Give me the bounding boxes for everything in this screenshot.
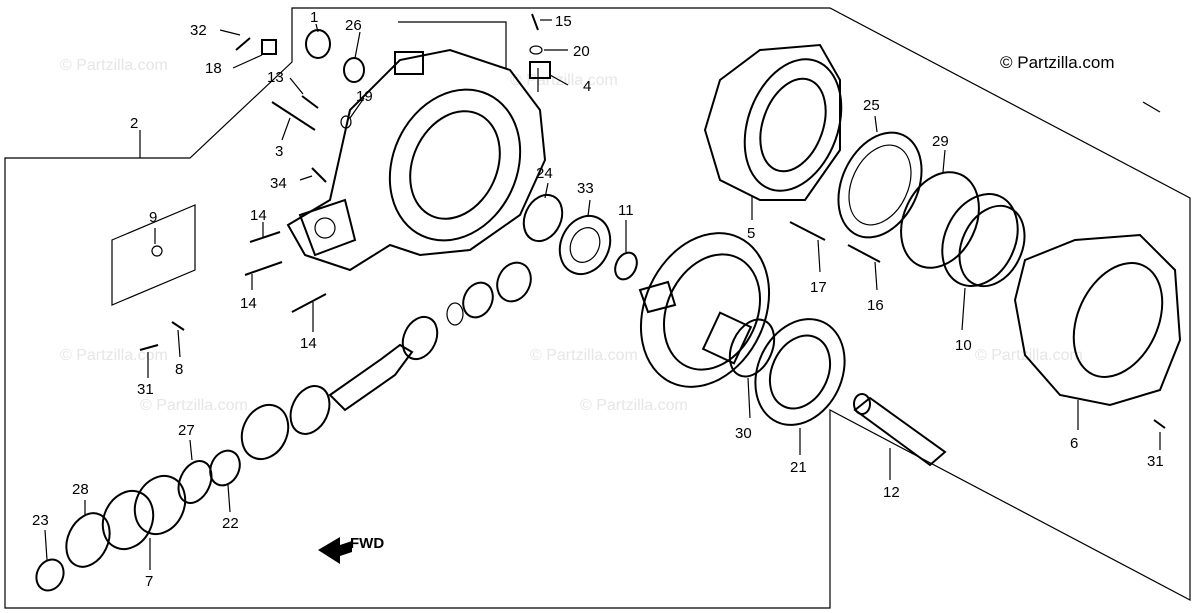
sub-frame-9 bbox=[111, 204, 196, 306]
watermark: © Partzilla.com bbox=[580, 397, 688, 414]
bearing-33 bbox=[558, 214, 612, 276]
watermark: © Partzilla.com bbox=[530, 347, 638, 364]
stud-14c bbox=[291, 293, 327, 313]
callout-7: 7 bbox=[145, 573, 153, 590]
fwd-label: FWD bbox=[350, 535, 384, 552]
bracket-4 bbox=[398, 21, 539, 92]
callout-26: 26 bbox=[345, 17, 362, 34]
callout-9: 9 bbox=[149, 209, 157, 226]
callout-17: 17 bbox=[810, 279, 827, 296]
pin-32 bbox=[235, 37, 251, 51]
copyright-text: © Partzilla.com bbox=[1000, 53, 1115, 72]
bolt-16 bbox=[847, 244, 881, 263]
leader-lines bbox=[44, 19, 1161, 570]
bolt-17 bbox=[789, 221, 826, 241]
callout-28: 28 bbox=[72, 481, 89, 498]
o-ring-26 bbox=[343, 57, 365, 83]
callout-8: 8 bbox=[175, 361, 183, 378]
hub-6 bbox=[1013, 233, 1182, 407]
bearing-tapered bbox=[462, 281, 494, 319]
callout-31b: 31 bbox=[1147, 453, 1164, 470]
callout-1: 1 bbox=[310, 9, 318, 26]
callout-20: 20 bbox=[573, 43, 590, 60]
ring-gear bbox=[638, 232, 771, 388]
oil-seal-25 bbox=[837, 131, 923, 239]
watermark: © Partzilla.com bbox=[140, 397, 248, 414]
callout-25: 25 bbox=[863, 97, 880, 114]
callout-2: 2 bbox=[130, 115, 138, 132]
shaft-12 bbox=[853, 393, 947, 467]
bolt-13 bbox=[301, 95, 319, 109]
callout-27: 27 bbox=[178, 422, 195, 439]
pinion-shaft bbox=[240, 315, 439, 461]
callout-14a: 14 bbox=[250, 207, 267, 224]
o-ring-28 bbox=[65, 512, 111, 568]
washer-11 bbox=[614, 251, 638, 281]
nut-9 bbox=[151, 245, 163, 257]
callout-18: 18 bbox=[205, 60, 222, 77]
callout-3: 3 bbox=[275, 143, 283, 160]
bearing-race bbox=[496, 261, 532, 303]
callout-19: 19 bbox=[356, 88, 373, 105]
callout-5: 5 bbox=[747, 225, 755, 242]
fasteners bbox=[139, 13, 1166, 429]
callout-13: 13 bbox=[267, 69, 284, 86]
callout-34: 34 bbox=[270, 175, 287, 192]
callout-4: 4 bbox=[583, 78, 591, 95]
callout-14c: 14 bbox=[300, 335, 317, 352]
callout-33: 33 bbox=[577, 180, 594, 197]
watermark: © Partzilla.com bbox=[510, 72, 618, 89]
ring-10 bbox=[941, 193, 1026, 288]
plug-18 bbox=[261, 39, 277, 55]
callout-23: 23 bbox=[32, 512, 49, 529]
callout-31a: 31 bbox=[137, 381, 154, 398]
callout-24: 24 bbox=[536, 165, 553, 182]
callout-14b: 14 bbox=[240, 295, 257, 312]
fwd-arrow: FWD bbox=[318, 535, 384, 564]
o-ring-29 bbox=[900, 171, 980, 269]
callout-32: 32 bbox=[190, 22, 207, 39]
stud-14b bbox=[244, 261, 283, 276]
stud-14a bbox=[249, 231, 281, 243]
bolt-3 bbox=[271, 101, 316, 131]
watermark: © Partzilla.com bbox=[60, 57, 168, 74]
bearing-21 bbox=[754, 318, 846, 426]
callout-6: 6 bbox=[1070, 435, 1078, 452]
watermarks: © Partzilla.com © Partzilla.com © Partzi… bbox=[60, 57, 1083, 414]
callout-12: 12 bbox=[883, 484, 900, 501]
washer-20 bbox=[529, 45, 543, 55]
bolt-31b bbox=[1153, 419, 1166, 429]
washer-19 bbox=[340, 115, 352, 129]
bolt-15 bbox=[531, 13, 539, 31]
assembly-frame bbox=[4, 7, 1191, 609]
nut-23 bbox=[35, 558, 65, 592]
clip-8 bbox=[171, 321, 185, 331]
fitting-34 bbox=[311, 167, 327, 183]
callout-22: 22 bbox=[222, 515, 239, 532]
callout-21: 21 bbox=[790, 459, 807, 476]
callout-30: 30 bbox=[735, 425, 752, 442]
callout-11: 11 bbox=[618, 202, 634, 219]
bolt-31a bbox=[139, 344, 159, 351]
seal-1 bbox=[305, 29, 331, 59]
final-gear-case bbox=[286, 48, 547, 272]
bracket-4-part bbox=[529, 61, 551, 79]
bearing-22 bbox=[209, 449, 241, 487]
watermark: © Partzilla.com bbox=[975, 347, 1083, 364]
ring-gear-case bbox=[703, 43, 843, 201]
callout-16: 16 bbox=[867, 297, 884, 314]
callout-15: 15 bbox=[555, 13, 572, 30]
seal-24 bbox=[522, 193, 564, 243]
o-ring-30 bbox=[728, 318, 776, 378]
bearing-holder-7 bbox=[101, 474, 187, 551]
watermark: © Partzilla.com bbox=[60, 347, 168, 364]
callout-10: 10 bbox=[955, 337, 972, 354]
callout-29: 29 bbox=[932, 133, 949, 150]
shim bbox=[446, 302, 464, 326]
callouts: 2 32 18 1 26 13 19 3 34 15 20 4 14 14 14… bbox=[32, 9, 1164, 590]
